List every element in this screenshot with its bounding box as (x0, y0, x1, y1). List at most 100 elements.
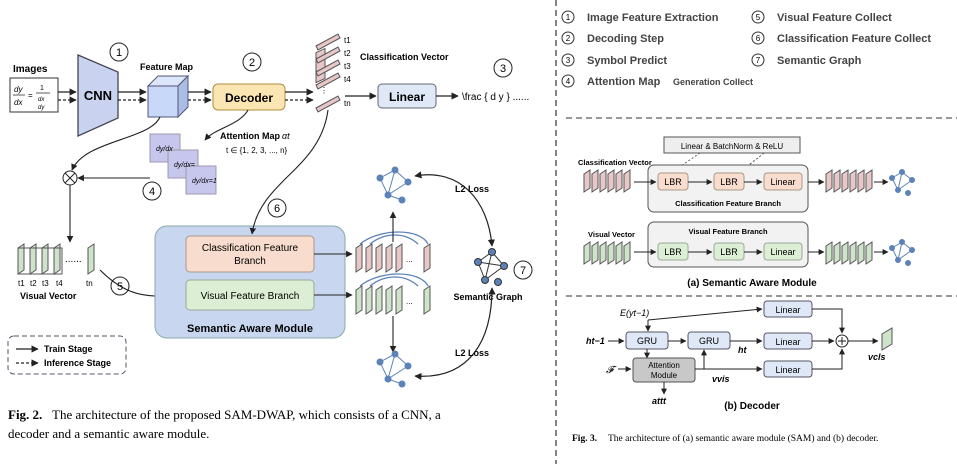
svg-text:Visual Feature Branch: Visual Feature Branch (201, 291, 300, 302)
classification-vector-label: Classification Vector (360, 52, 449, 62)
cls-output-vectors: ... (355, 231, 431, 273)
svg-text:Module: Module (651, 371, 678, 380)
svg-text:Attention Map: Attention Map (587, 76, 661, 88)
dec-ey-label: E(yt−1) (620, 308, 649, 318)
svg-text:dy/dx=: dy/dx= (174, 162, 195, 169)
output-latex: \frac { d y } ...... (462, 92, 529, 103)
dec-subfig-title: (b) Decoder (724, 401, 780, 412)
svg-text:Visual Feature Branch: Visual Feature Branch (688, 227, 767, 236)
svg-text:1: 1 (40, 85, 44, 92)
classification-vector-bar (315, 59, 341, 77)
step-7-badge (513, 260, 533, 280)
svg-text:Classification Feature: Classification Feature (202, 243, 299, 254)
svg-text:GRU: GRU (699, 336, 719, 346)
sam-cls-input-vectors (583, 169, 631, 193)
dec-f-label: 𝓕 (606, 365, 617, 376)
images-label: Images (13, 64, 48, 75)
decoder-label: Decoder (225, 91, 273, 105)
step-6-badge (267, 198, 287, 218)
step-2-badge (242, 52, 262, 72)
sam-vis-graph-icon (889, 239, 915, 266)
step-4-badge (142, 181, 162, 201)
visual-vector-stack: ...... (17, 243, 95, 275)
fig3-caption-label: Fig. 3. (572, 434, 597, 444)
svg-text:GRU: GRU (637, 336, 657, 346)
svg-text:t2: t2 (30, 279, 37, 288)
classification-vector-stack: ⋮ (315, 33, 341, 113)
svg-text:4: 4 (149, 186, 155, 198)
svg-text:...: ... (406, 255, 413, 264)
svg-text:Generation Collect: Generation Collect (673, 77, 753, 87)
fig2-caption-line2: decoder and a semantic aware module. (8, 426, 209, 441)
svg-text:6: 6 (274, 203, 280, 215)
dec-h-t: ht (738, 345, 747, 355)
svg-text:1: 1 (116, 47, 122, 59)
classification-vector-bar (315, 95, 341, 113)
svg-text:4: 4 (566, 77, 571, 86)
fig3-caption: The architecture of (a) semantic aware m… (608, 433, 878, 444)
svg-text:...: ... (406, 297, 413, 306)
svg-text:Symbol Predict: Symbol Predict (587, 55, 667, 67)
svg-text:3: 3 (566, 56, 571, 65)
sam-cls-graph-icon (889, 169, 915, 196)
fig2-caption-line1: The architecture of the proposed SAM-DWA… (52, 407, 441, 422)
graph-bottom-icon (376, 350, 412, 388)
dec-att-t: attt (652, 396, 667, 406)
svg-text:Decoding Step: Decoding Step (587, 33, 664, 45)
feature-map-cube (147, 85, 179, 118)
svg-text:Semantic Graph: Semantic Graph (777, 55, 862, 67)
svg-text:dx: dx (14, 98, 23, 107)
svg-text:Visual Feature Collect: Visual Feature Collect (777, 12, 892, 24)
cnn-label: CNN (84, 88, 112, 103)
dec-v-cls: vcls (868, 352, 886, 362)
sam-vis-vec-label: Visual Vector (588, 230, 635, 239)
l2-loss-bottom: L2 Loss (455, 348, 489, 358)
svg-text:LBR: LBR (664, 247, 682, 257)
step-3-badge (493, 58, 513, 78)
sam-cls-vec-label: Classification Vector (578, 158, 652, 167)
svg-text:LBR: LBR (720, 247, 738, 257)
sam-vis-output-vectors (825, 241, 873, 265)
cnn-block (77, 54, 119, 138)
svg-text:2: 2 (249, 57, 255, 69)
l2-loss-top: L2 Loss (455, 184, 489, 194)
sam-cls-output-vectors (825, 169, 873, 193)
svg-text:t4: t4 (56, 279, 63, 288)
svg-text:Linear: Linear (775, 305, 800, 315)
legend (7, 335, 127, 375)
lbn-box (663, 136, 801, 154)
attention-alpha: αt (282, 131, 290, 141)
classification-vector-bar (315, 33, 341, 51)
svg-text:Attention: Attention (648, 361, 680, 370)
step-1-badge (109, 42, 129, 62)
t1-label: t1 (344, 36, 351, 45)
svg-text:Classification Feature Branch: Classification Feature Branch (675, 199, 781, 208)
svg-text:2: 2 (566, 34, 571, 43)
svg-text:=: = (28, 91, 33, 100)
svg-text:t3: t3 (42, 279, 49, 288)
svg-text:5: 5 (756, 13, 761, 22)
visual-vector-label: Visual Vector (20, 291, 77, 301)
input-image-formula: dy (14, 85, 23, 94)
legend-train: Train Stage (44, 344, 93, 354)
decoder-block (212, 83, 286, 111)
svg-text:t1: t1 (18, 279, 25, 288)
semantic-graph-icon (474, 248, 508, 286)
tn-label: tn (344, 99, 351, 108)
svg-text:tn: tn (86, 279, 93, 288)
classification-vectors (315, 47, 326, 84)
svg-text:6: 6 (756, 34, 761, 43)
svg-text:1: 1 (566, 13, 571, 22)
attention-range: t ∈ {1, 2, 3, ..., n} (226, 146, 288, 155)
vis-output-vectors: ... (355, 273, 431, 315)
svg-text:Image Feature Extraction: Image Feature Extraction (587, 12, 719, 24)
svg-text:Linear & BatchNorm & ReLU: Linear & BatchNorm & ReLU (681, 142, 783, 151)
classification-vector-bar (315, 46, 341, 64)
graph-top-icon (376, 166, 412, 204)
t3-label: t3 (344, 62, 351, 71)
svg-text:dy: dy (38, 105, 45, 111)
svg-text:dx: dx (38, 97, 45, 103)
svg-text:Classification Feature Collect: Classification Feature Collect (777, 33, 931, 45)
fig2-caption-label: Fig. 2. (8, 407, 42, 422)
